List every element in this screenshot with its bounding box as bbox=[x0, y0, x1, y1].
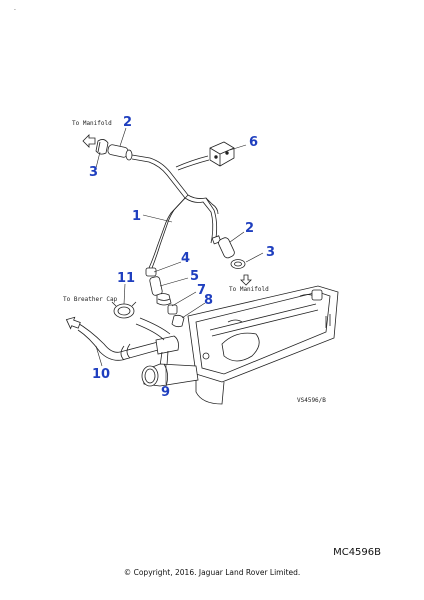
callout-2-lower: 2 bbox=[245, 221, 254, 236]
arrow-to-manifold-icon bbox=[82, 134, 96, 148]
grommet-bracket bbox=[175, 141, 235, 171]
breather-hose bbox=[65, 316, 179, 367]
callout-2-upper: 2 bbox=[123, 115, 132, 130]
reference-code: MC4596B bbox=[333, 547, 381, 558]
label-to-breather-cap: To Breather Cap bbox=[63, 296, 118, 303]
callout-4: 4 bbox=[181, 251, 190, 266]
engine-housing bbox=[141, 285, 339, 405]
callout-7: 7 bbox=[197, 283, 206, 298]
callout-1: 1 bbox=[132, 209, 141, 224]
arrow-to-manifold-right-icon bbox=[240, 274, 252, 286]
callout-11: 11 bbox=[117, 271, 135, 286]
callout-9: 9 bbox=[161, 385, 170, 400]
callout-3-lower: 3 bbox=[266, 245, 275, 260]
copyright-notice: © Copyright, 2016. Jaguar Land Rover Lim… bbox=[123, 568, 301, 577]
breather-pipe bbox=[131, 154, 222, 269]
callout-6: 6 bbox=[249, 135, 258, 150]
hose-clip bbox=[111, 301, 137, 319]
upper-hose-assembly bbox=[82, 134, 133, 161]
callout-5: 5 bbox=[190, 269, 199, 284]
callout-8: 8 bbox=[204, 293, 213, 308]
drawing-code: VS4596/B bbox=[297, 397, 326, 404]
arrow-to-breather-icon bbox=[65, 316, 81, 330]
valve-stack bbox=[145, 267, 185, 328]
callout-3-upper: 3 bbox=[89, 165, 98, 180]
label-to-manifold-top: To Manifold bbox=[72, 120, 112, 127]
label-to-manifold-right: To Manifold bbox=[229, 286, 269, 293]
callout-10: 10 bbox=[92, 367, 110, 382]
lower-right-hose-assembly bbox=[218, 237, 252, 286]
corner-mark: - bbox=[14, 7, 16, 13]
callout-leaders bbox=[95, 127, 264, 384]
